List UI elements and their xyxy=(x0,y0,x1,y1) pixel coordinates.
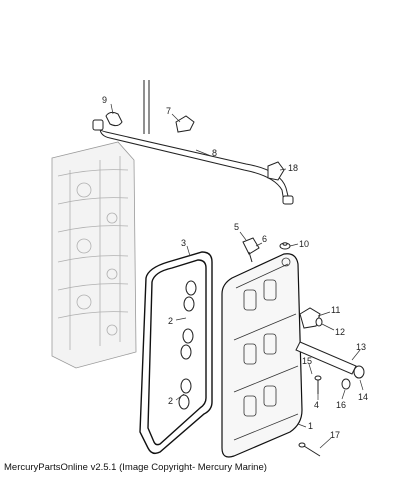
callout-9: 9 xyxy=(102,95,107,105)
grommet xyxy=(279,242,291,250)
callout-2-bottom: 2 xyxy=(168,396,173,406)
callout-5: 5 xyxy=(234,222,239,232)
callout-2-top: 2 xyxy=(168,316,173,326)
callout-16: 16 xyxy=(336,400,346,410)
cam-sensor-shaft xyxy=(295,341,365,379)
callout-12: 12 xyxy=(335,327,345,337)
breather-hose xyxy=(92,80,294,205)
image-copyright-caption: MercuryPartsOnline v2.5.1 (Image Copyrig… xyxy=(4,462,267,473)
cylinder-head-block xyxy=(51,141,137,369)
leader-lines xyxy=(110,103,364,449)
callout-13: 13 xyxy=(356,342,366,352)
o-ring xyxy=(315,317,323,327)
callout-14: 14 xyxy=(358,392,368,402)
callout-7: 7 xyxy=(166,106,171,116)
callout-6: 6 xyxy=(262,234,267,244)
seal xyxy=(341,378,351,390)
hose-clamp xyxy=(105,111,123,127)
callout-15: 15 xyxy=(302,356,312,366)
fitting xyxy=(242,237,260,263)
callout-1: 1 xyxy=(308,421,313,431)
callout-4: 4 xyxy=(314,400,319,410)
spark-plug-seals xyxy=(178,280,197,410)
hose-clip xyxy=(175,115,195,133)
callout-11: 11 xyxy=(331,305,340,315)
callout-8: 8 xyxy=(212,148,217,158)
bolt xyxy=(314,375,322,394)
callout-3: 3 xyxy=(181,238,186,248)
valve-cover-gasket xyxy=(139,251,213,455)
callout-17: 17 xyxy=(330,430,340,440)
callout-labels: 9 7 8 18 3 5 6 10 2 2 11 12 13 15 14 16 … xyxy=(102,95,368,440)
bolt-lower xyxy=(298,442,321,457)
valve-cover xyxy=(221,253,303,458)
callout-10: 10 xyxy=(299,239,309,249)
hose-bracket xyxy=(267,161,285,181)
callout-18: 18 xyxy=(288,163,298,173)
